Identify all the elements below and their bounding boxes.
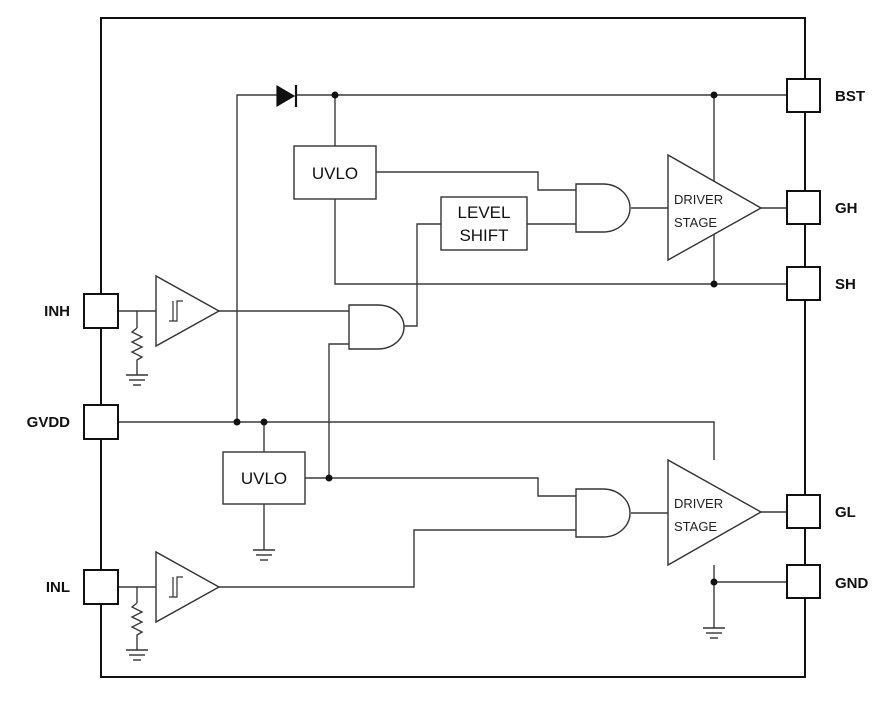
chip-outline <box>100 17 806 678</box>
bootstrap-feed-wire <box>236 94 278 421</box>
schmitt-buffer-inl <box>155 550 221 624</box>
driver-low-label-line1: DRIVER <box>674 496 723 511</box>
pin-gnd-label: GND <box>835 575 869 592</box>
uvlo-low-label: UVLO <box>241 469 287 488</box>
and-to-level-shift-wire <box>404 223 441 327</box>
junction-dot <box>233 418 241 426</box>
wires <box>118 94 787 628</box>
pin-gvdd-label: GVDD <box>27 414 71 431</box>
junction-dots <box>233 91 718 586</box>
inl-buffer-to-and-wire <box>219 529 576 588</box>
pin-inl[interactable] <box>83 569 119 605</box>
level-shift-label-line2: SHIFT <box>459 226 508 245</box>
and-gate-high <box>575 183 631 233</box>
uvlo-low-block <box>222 451 306 505</box>
pin-gvdd[interactable] <box>83 404 119 440</box>
resistor-icon <box>130 327 144 375</box>
driver-stage-low <box>667 458 763 567</box>
pin-gh[interactable] <box>786 190 821 225</box>
resistor-icon <box>130 602 144 650</box>
pin-gh-label: GH <box>835 200 858 217</box>
pin-inh[interactable] <box>83 293 119 329</box>
uvlo-low-to-and-wire <box>304 477 576 497</box>
driver-stage-high <box>667 153 763 262</box>
pin-sh[interactable] <box>786 266 821 301</box>
uvlo-high-to-and-wire <box>375 171 576 191</box>
ground-icon <box>126 374 148 386</box>
junction-dot <box>331 91 339 99</box>
pin-gnd[interactable] <box>786 564 821 599</box>
level-shift-label-line1: LEVEL <box>458 203 511 222</box>
and-gate-low <box>575 488 631 538</box>
pin-inl-label: INL <box>46 579 70 596</box>
junction-dot <box>260 418 268 426</box>
junction-dot <box>710 91 718 99</box>
schmitt-buffer-inh <box>155 274 221 348</box>
uvlo-high-label: UVLO <box>312 164 358 183</box>
driver-low-label-line2: STAGE <box>674 519 717 534</box>
pin-inh-label: INH <box>44 303 70 320</box>
and-gate-input <box>348 304 405 350</box>
junction-dot <box>710 280 718 288</box>
pin-gl[interactable] <box>786 494 821 529</box>
gvdd-rail-wire <box>118 421 715 460</box>
schmitt-trigger-icon <box>169 300 183 322</box>
driver-high-label-line1: DRIVER <box>674 192 723 207</box>
ground-icon <box>703 627 725 639</box>
ground-icon <box>253 549 275 561</box>
schmitt-trigger-icon <box>169 576 183 598</box>
ground-icon <box>126 649 148 661</box>
uvlo-low-to-and-high-wire <box>328 343 349 478</box>
driver-high-label-line2: STAGE <box>674 215 717 230</box>
pin-gl-label: GL <box>835 504 856 521</box>
pin-sh-label: SH <box>835 276 856 293</box>
level-shift-block <box>440 196 528 251</box>
pin-bst-label: BST <box>835 88 865 105</box>
junction-dot <box>710 578 718 586</box>
sh-rail-wire <box>334 199 787 285</box>
junction-dot <box>325 474 333 482</box>
pin-bst[interactable] <box>786 78 821 113</box>
bootstrap-diode-icon <box>276 84 298 108</box>
uvlo-high-block <box>293 145 377 200</box>
